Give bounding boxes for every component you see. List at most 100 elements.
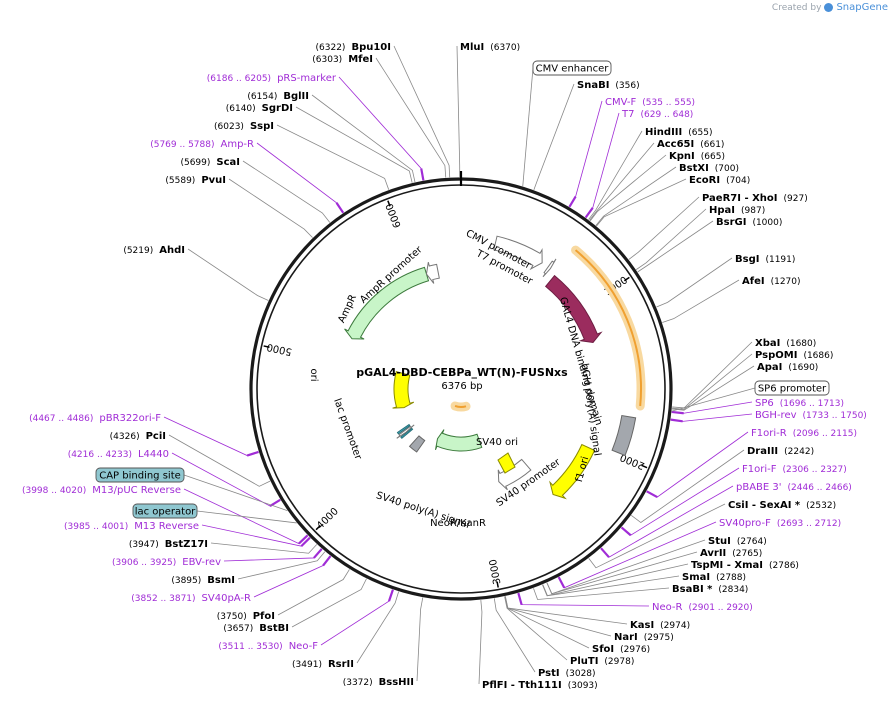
feature-lac-operator[interactable] xyxy=(400,427,414,439)
site-sv40pro-f[interactable]: SV40pro-F(2693 .. 2712) xyxy=(719,518,841,529)
site-prs-marker[interactable]: pRS-marker(6186 .. 6205) xyxy=(207,73,337,84)
site-name[interactable]: pBR322ori-F xyxy=(99,413,161,424)
site-sspi[interactable]: SspI(6023) xyxy=(214,121,274,132)
site-name[interactable]: PaeR7I - XhoI xyxy=(702,193,778,204)
site-name[interactable]: pRS-marker xyxy=(277,73,337,84)
site-name[interactable]: SgrDI xyxy=(262,103,293,114)
site-name[interactable]: T7 xyxy=(621,109,634,120)
site-name[interactable]: HpaI xyxy=(709,205,735,216)
feature-f1-ori[interactable] xyxy=(549,443,596,500)
site-name[interactable]: HindIII xyxy=(645,127,682,138)
site-name[interactable]: PfoI xyxy=(253,611,275,622)
site-name[interactable]: Neo-F xyxy=(289,641,319,652)
site-name[interactable]: pBABE 3' xyxy=(736,482,782,493)
site-pvui[interactable]: PvuI(5589) xyxy=(165,175,226,186)
site-pcii[interactable]: PciI(4326) xyxy=(110,431,166,442)
site-name[interactable]: KasI xyxy=(630,620,654,631)
site-name[interactable]: PluTI xyxy=(570,656,598,667)
site-f1ori-f[interactable]: F1ori-F(2306 .. 2327) xyxy=(742,464,847,475)
site-scai[interactable]: ScaI(5699) xyxy=(180,157,240,168)
site-name[interactable]: BstZ17I xyxy=(165,539,208,550)
site-avrii[interactable]: AvrII(2765) xyxy=(700,548,762,559)
site-bsgi[interactable]: BsgI(1191) xyxy=(735,254,795,265)
site-name[interactable]: SP6 xyxy=(755,398,774,409)
site-labels[interactable]: Bpu10I(6322)MfeI(6303)pRS-marker(6186 ..… xyxy=(22,42,867,691)
site-name[interactable]: BssHII xyxy=(379,677,414,688)
site-name[interactable]: EcoRI xyxy=(689,175,720,186)
site-neo-r[interactable]: Neo-R(2901 .. 2920) xyxy=(652,602,753,613)
site-l4440[interactable]: L4440(4216 .. 4233) xyxy=(68,449,169,460)
site-name[interactable]: BglII xyxy=(283,91,309,102)
site-csii-sexai[interactable]: CsiI - SexAI *(2532) xyxy=(728,500,836,511)
site-sp6[interactable]: SP6(1696 .. 1713) xyxy=(755,398,844,409)
site-tspmi-xmai[interactable]: TspMI - XmaI(2786) xyxy=(691,560,799,571)
site-name[interactable]: Acc65I xyxy=(657,139,694,150)
site-ecori[interactable]: EcoRI(704) xyxy=(689,175,750,186)
site-sfoi[interactable]: SfoI(2976) xyxy=(592,644,650,655)
feature-sv40-promoter[interactable] xyxy=(497,458,532,491)
site-mfei[interactable]: MfeI(6303) xyxy=(312,54,373,65)
site-nari[interactable]: NarI(2975) xyxy=(614,632,674,643)
feature-neor-kanr[interactable] xyxy=(434,429,483,452)
site-sv40pa-r[interactable]: SV40pA-R(3852 .. 3871) xyxy=(131,593,251,604)
site-ahdi[interactable]: AhdI(5219) xyxy=(123,245,185,256)
site-name[interactable]: AhdI xyxy=(159,245,185,256)
site-name[interactable]: SV40pro-F xyxy=(719,518,771,529)
site-name[interactable]: BsrGI xyxy=(716,217,746,228)
site-name[interactable]: BstBI xyxy=(259,623,289,634)
site-name[interactable]: BstXI xyxy=(679,163,709,174)
site-bstxi[interactable]: BstXI(700) xyxy=(679,163,739,174)
site-name[interactable]: CsiI - SexAI * xyxy=(728,500,801,511)
site-bstz17i[interactable]: BstZ17I(3947) xyxy=(129,539,208,550)
site-snabi[interactable]: SnaBI(356) xyxy=(577,80,640,91)
site-name[interactable]: ScaI xyxy=(216,157,240,168)
site-name[interactable]: AvrII xyxy=(700,548,726,559)
feature-ampr[interactable] xyxy=(344,266,430,340)
boxed-label-lac-operator[interactable]: lac operator xyxy=(132,503,198,519)
site-name[interactable]: F1ori-F xyxy=(742,464,777,475)
site-ebv-rev[interactable]: EBV-rev(3906 .. 3925) xyxy=(112,557,221,568)
site-name[interactable]: SspI xyxy=(250,121,274,132)
boxed-label-cap-binding-site[interactable]: CAP binding site xyxy=(95,467,185,483)
site-name[interactable]: SmaI xyxy=(682,572,710,583)
feature-ori[interactable] xyxy=(392,370,415,409)
boxed-label-cmv-enhancer[interactable]: CMV enhancer xyxy=(532,60,612,76)
site-apai[interactable]: ApaI(1690) xyxy=(757,362,818,373)
site-sgrdi[interactable]: SgrDI(6140) xyxy=(226,103,293,114)
site-name[interactable]: M13 Reverse xyxy=(134,521,199,532)
site-kasi[interactable]: KasI(2974) xyxy=(630,620,690,631)
site-name[interactable]: L4440 xyxy=(138,449,169,460)
site-name[interactable]: SV40pA-R xyxy=(202,593,251,604)
site-name[interactable]: EBV-rev xyxy=(182,557,221,568)
site-name[interactable]: PspOMI xyxy=(755,350,797,361)
site-name[interactable]: StuI xyxy=(708,536,731,547)
site-f1ori-r[interactable]: F1ori-R(2096 .. 2115) xyxy=(751,428,857,439)
site-m13-puc-reverse[interactable]: M13/pUC Reverse(3998 .. 4020) xyxy=(22,485,181,496)
site-name[interactable]: MluI xyxy=(460,42,484,53)
site-stui[interactable]: StuI(2764) xyxy=(708,536,767,547)
feature-ampr-promoter[interactable] xyxy=(425,262,440,284)
site-smai[interactable]: SmaI(2788) xyxy=(682,572,746,583)
site-name[interactable]: CMV-F xyxy=(605,97,636,108)
site-pluti[interactable]: PluTI(2978) xyxy=(570,656,634,667)
site-paer7i-xhoi[interactable]: PaeR7I - XhoI(927) xyxy=(702,193,808,204)
site-t7[interactable]: T7(629 .. 648) xyxy=(621,109,693,120)
site-name[interactable]: BGH-rev xyxy=(755,410,797,421)
site-name[interactable]: SnaBI xyxy=(577,80,609,91)
site-name[interactable]: SfoI xyxy=(592,644,614,655)
site-bsmi[interactable]: BsmI(3895) xyxy=(171,575,235,586)
site-mlui[interactable]: MluI(6370) xyxy=(460,42,520,53)
site-xbai[interactable]: XbaI(1680) xyxy=(755,338,816,349)
feature-cap-binding-site[interactable] xyxy=(396,423,411,435)
site-bglii[interactable]: BglII(6154) xyxy=(247,91,309,102)
site-hindiii[interactable]: HindIII(655) xyxy=(645,127,712,138)
feature-bgh-poly-a-signal[interactable] xyxy=(611,414,637,457)
site-bsrgi[interactable]: BsrGI(1000) xyxy=(716,217,782,228)
site-name[interactable]: BsaBI * xyxy=(672,584,713,595)
site-bgh-rev[interactable]: BGH-rev(1733 .. 1750) xyxy=(755,410,867,421)
feature-sv40-poly-a-signal[interactable] xyxy=(408,435,426,453)
site-afei[interactable]: AfeI(1270) xyxy=(742,276,801,287)
site-name[interactable]: Bpu10I xyxy=(351,42,391,53)
